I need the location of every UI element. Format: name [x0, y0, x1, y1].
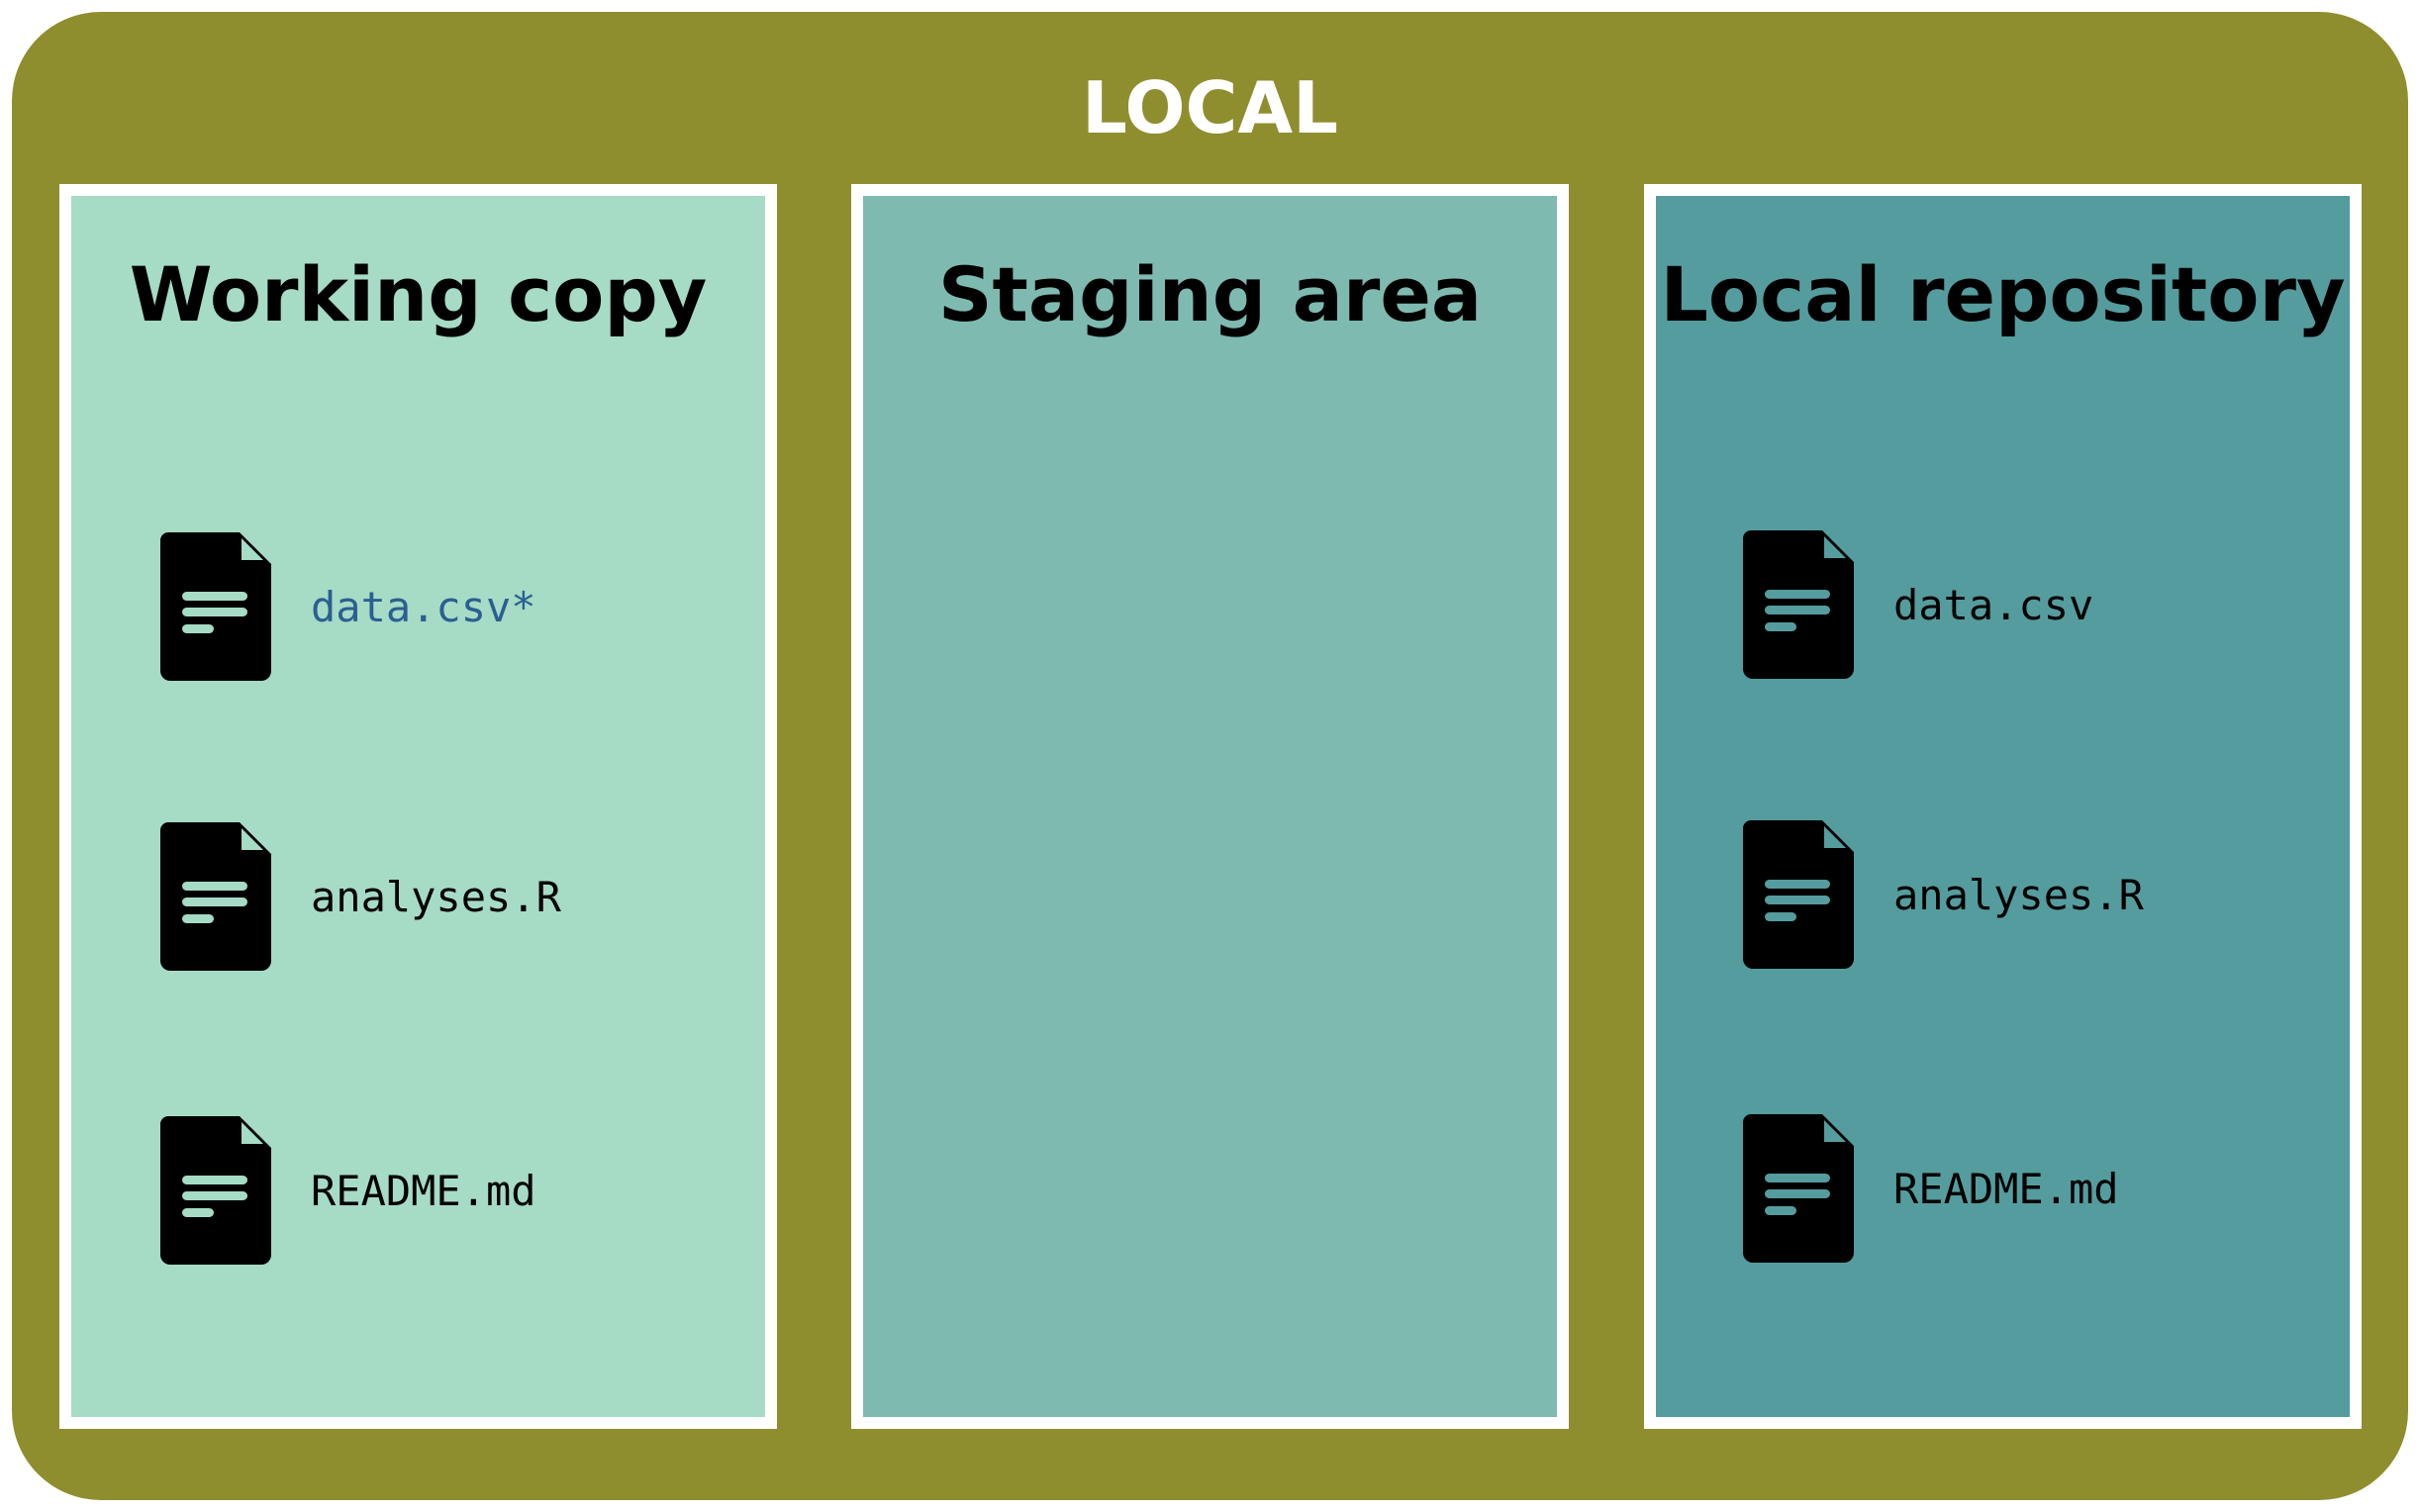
- panel-title: Staging area: [937, 250, 1483, 338]
- file-name: analyses.R: [1893, 870, 2144, 919]
- file-item[interactable]: README.md: [160, 1116, 536, 1265]
- staging-area-panel: Staging area: [851, 184, 1569, 1429]
- file-item[interactable]: analyses.R: [160, 822, 561, 971]
- file-icon: [160, 822, 271, 971]
- panel-title: Local repository: [1660, 250, 2346, 338]
- working-copy-panel: Working copy data.csv* analyses.R README…: [59, 184, 777, 1429]
- file-name: analyses.R: [311, 872, 561, 921]
- file-icon: [1743, 1114, 1854, 1263]
- local-title: LOCAL: [1082, 66, 1338, 149]
- file-name: README.md: [311, 1166, 536, 1215]
- local-repository-panel: Local repository data.csv analyses.R REA…: [1644, 184, 2362, 1429]
- file-icon: [160, 1116, 271, 1265]
- file-item[interactable]: analyses.R: [1743, 820, 2144, 969]
- file-item[interactable]: data.csv*: [160, 532, 536, 681]
- file-item[interactable]: README.md: [1743, 1114, 2119, 1263]
- panel-title: Working copy: [129, 250, 708, 338]
- file-icon: [160, 532, 271, 681]
- file-icon: [1743, 820, 1854, 969]
- file-name: data.csv: [1893, 580, 2094, 629]
- file-icon: [1743, 530, 1854, 679]
- file-name: data.csv*: [311, 582, 536, 631]
- file-item[interactable]: data.csv: [1743, 530, 2093, 679]
- file-name: README.md: [1893, 1164, 2119, 1213]
